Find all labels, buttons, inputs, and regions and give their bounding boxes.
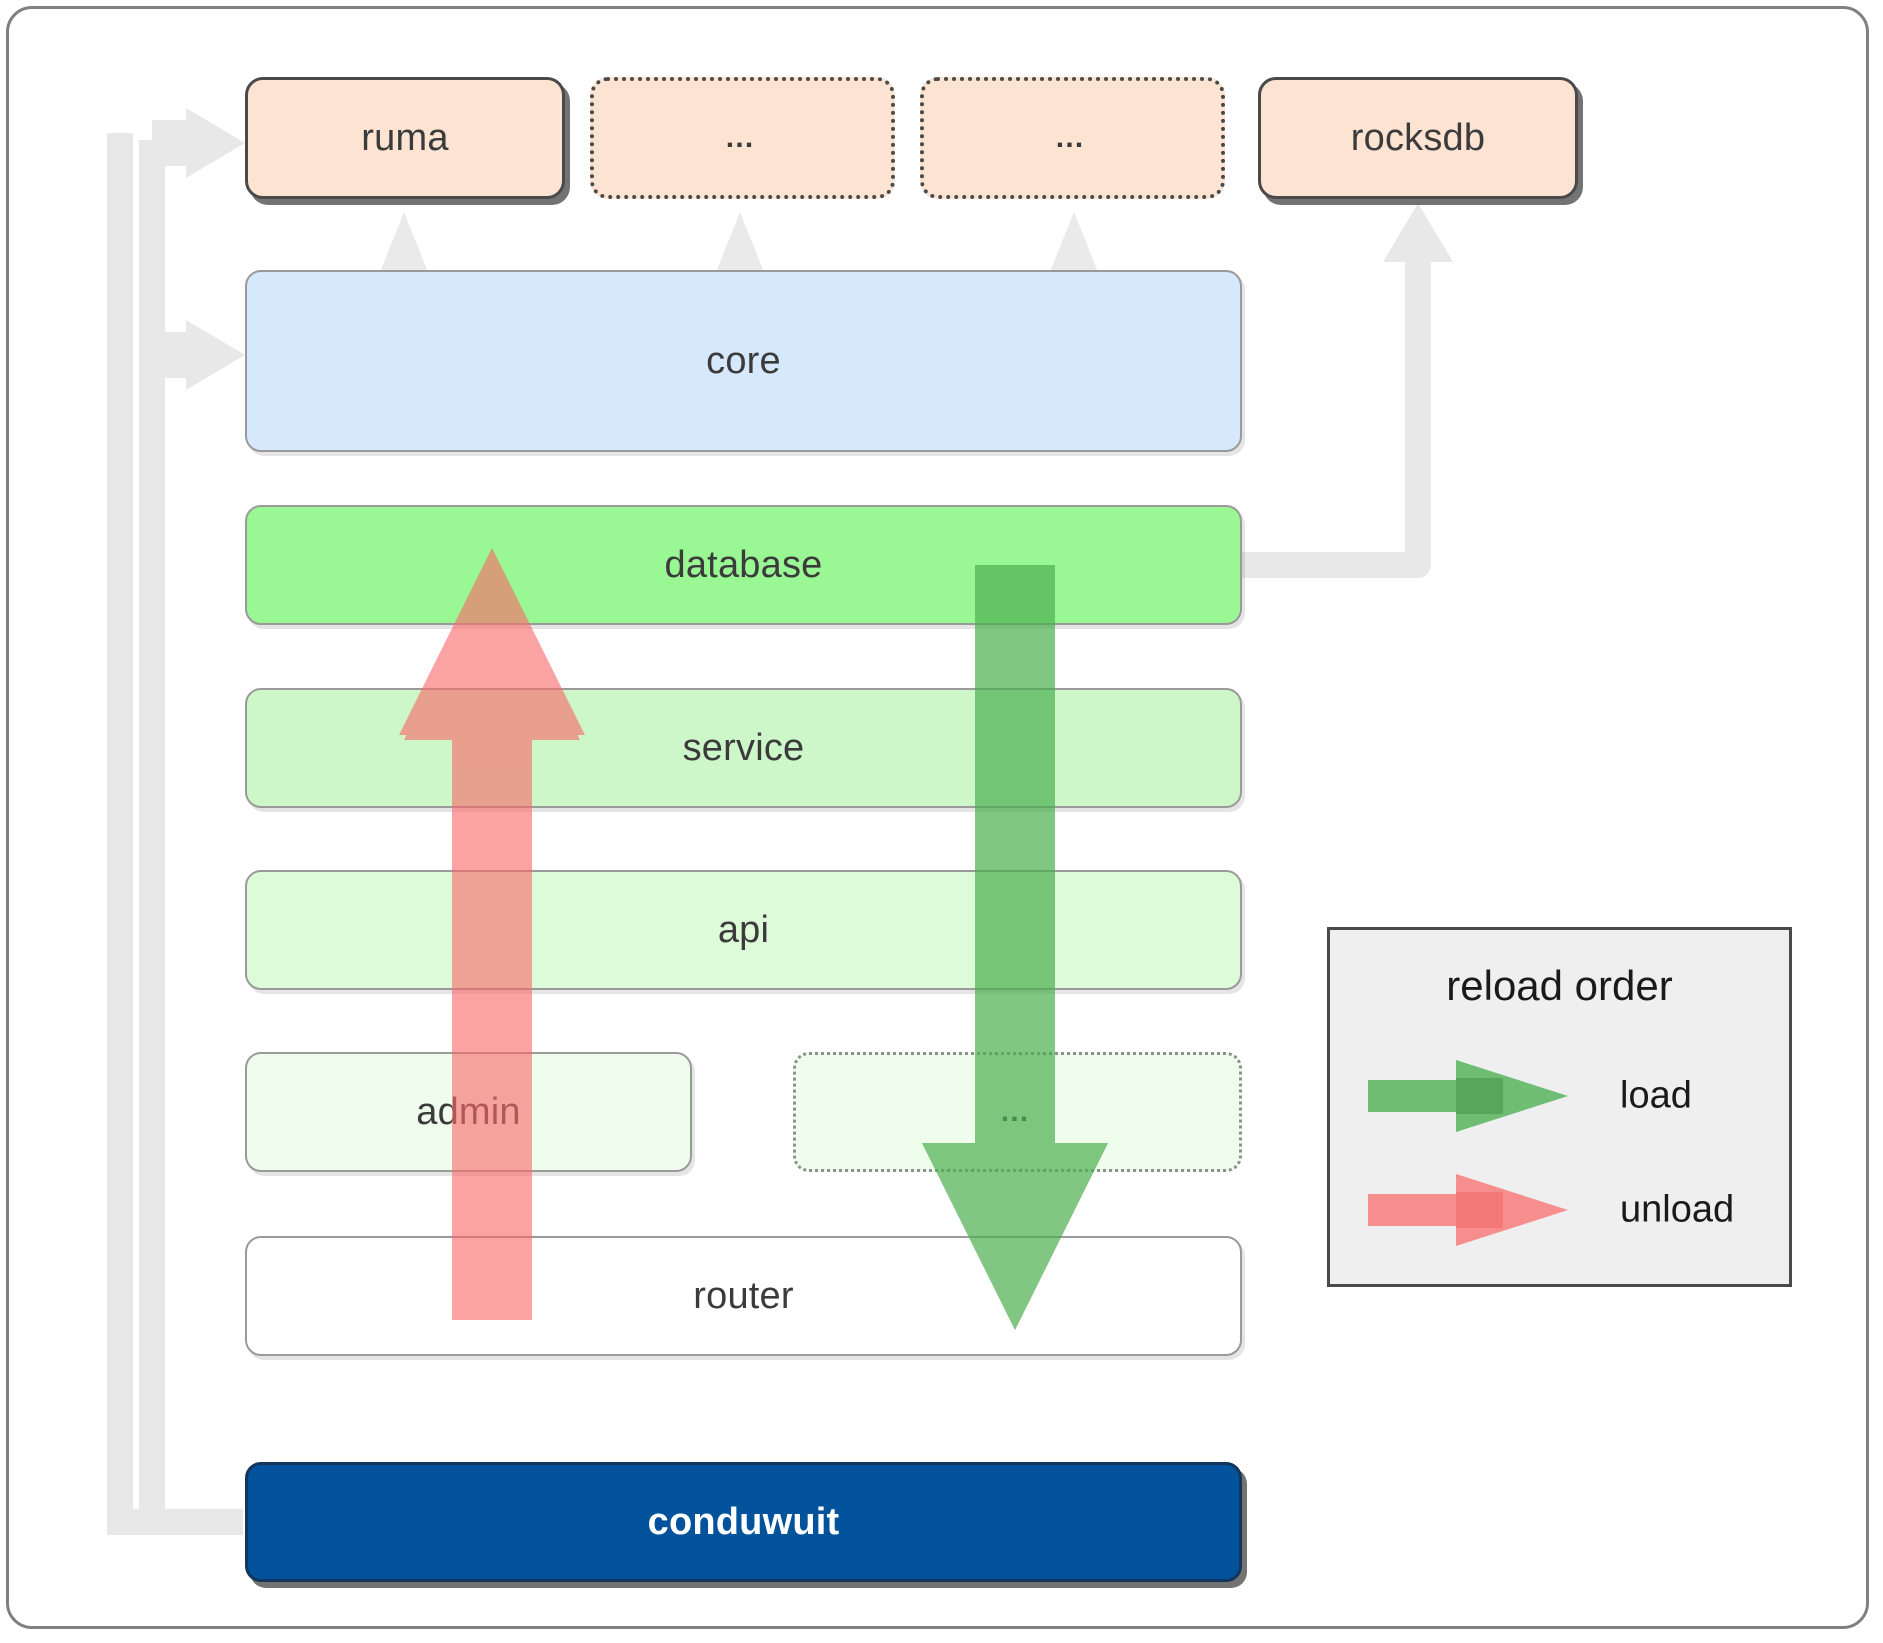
dependency-box-ellipsis-1[interactable]: … (590, 77, 895, 199)
layer-box-ellipsis[interactable]: … (793, 1052, 1242, 1172)
layer-label: admin (416, 1090, 521, 1133)
root-box-conduwuit[interactable]: conduwuit (245, 1462, 1242, 1582)
diagram-frame (6, 6, 1869, 1629)
load-legend-icon (1368, 1060, 1568, 1132)
layer-label: … (999, 1095, 1036, 1128)
layer-box-service[interactable]: service (245, 688, 1242, 808)
root-label: conduwuit (647, 1500, 840, 1543)
layer-box-core[interactable]: core (245, 270, 1242, 452)
dependency-box-ruma[interactable]: ruma (245, 77, 565, 199)
layer-label: database (664, 543, 823, 586)
dependency-box-ellipsis-2[interactable]: … (920, 77, 1225, 199)
layer-box-api[interactable]: api (245, 870, 1242, 990)
layer-label: core (706, 339, 781, 382)
legend-label-unload: unload (1620, 1188, 1735, 1231)
legend-row-unload: unload (1330, 1162, 1789, 1258)
layer-label: router (693, 1274, 794, 1317)
legend-label-load: load (1620, 1074, 1692, 1117)
dependency-label: … (1054, 121, 1091, 154)
dependency-label: rocksdb (1350, 116, 1486, 159)
dependency-label: … (724, 121, 761, 154)
layer-box-database[interactable]: database (245, 505, 1242, 625)
legend-panel: reload order load unload (1327, 927, 1792, 1287)
layer-box-admin[interactable]: admin (245, 1052, 692, 1172)
dependency-label: ruma (361, 116, 449, 159)
unload-legend-icon (1368, 1174, 1568, 1246)
legend-row-load: load (1330, 1048, 1789, 1144)
layer-box-router[interactable]: router (245, 1236, 1242, 1356)
legend-title: reload order (1446, 962, 1673, 1009)
layer-label: service (682, 726, 805, 769)
layer-label: api (717, 908, 770, 951)
dependency-box-rocksdb[interactable]: rocksdb (1258, 77, 1578, 199)
